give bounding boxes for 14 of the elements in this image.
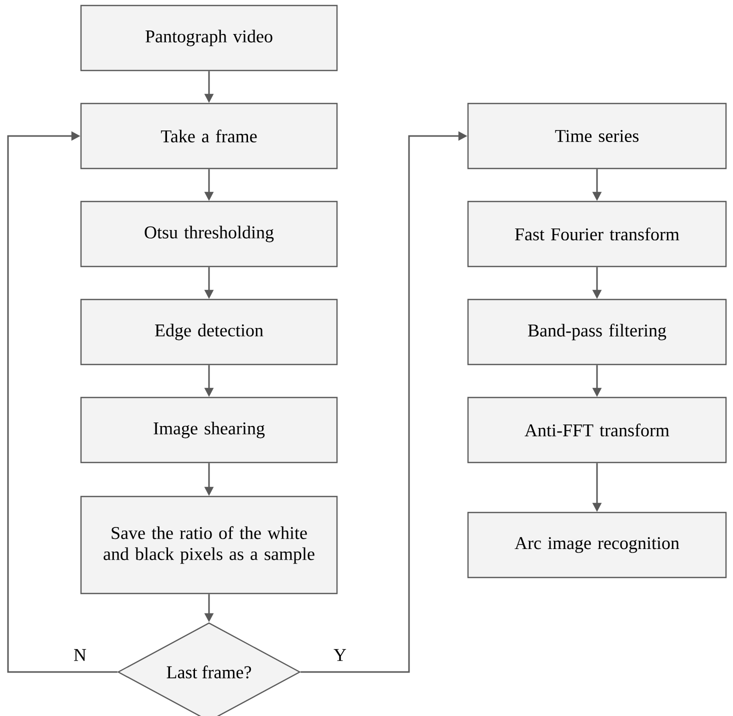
process-box: Save the ratio of the white and black pixels as a sample [80, 496, 338, 594]
process-box: Time series [467, 102, 727, 170]
process-box: Band-pass filtering [467, 298, 727, 366]
edge-label: Y [332, 648, 348, 662]
process-box: Fast Fourier transform [467, 200, 727, 268]
process-box: Pantograph video [80, 4, 338, 72]
process-box: Anti-FFT transform [467, 396, 727, 464]
process-box: Image shearing [80, 396, 338, 464]
edge-label: N [72, 648, 88, 662]
process-box: Edge detection [80, 298, 338, 366]
process-box: Arc image recognition [467, 512, 727, 578]
process-box: Otsu thresholding [80, 200, 338, 268]
process-box: Take a frame [80, 102, 338, 170]
arrow [7, 131, 118, 673]
